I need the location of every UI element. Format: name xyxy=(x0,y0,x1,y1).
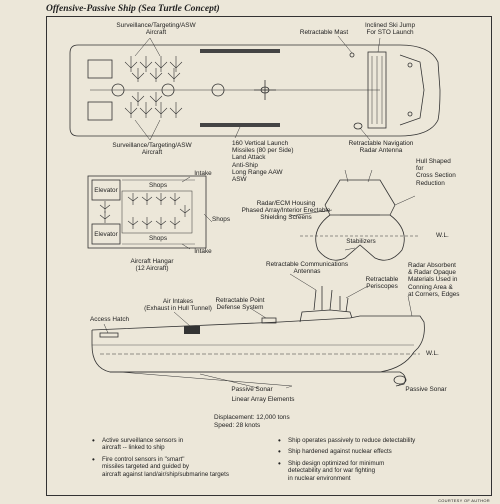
bullet-list-right: •Ship operates passively to reduce detec… xyxy=(278,437,478,486)
label-point-defense: Retractable Point Defense System xyxy=(215,297,265,312)
hull-cross-section xyxy=(289,169,420,261)
label-comm-antennas: Retractable Communications Antennas xyxy=(265,261,349,276)
label-vls: 160 Vertical Launch Missiles (80 per Sid… xyxy=(232,140,294,184)
label-hangar-caption: Aircraft Hangar (12 Aircraft) xyxy=(130,258,174,273)
label-wl-side: W.L. xyxy=(426,350,439,357)
label-passive-sonar-1: Passive Sonar xyxy=(231,386,273,393)
credit-line: COURTESY OF AUTHOR xyxy=(438,498,490,503)
label-elevator-2: Elevator xyxy=(94,231,118,238)
label-ski-jump: Inclined Ski Jump For STO Launch xyxy=(364,22,416,37)
label-wl-section: W.L. xyxy=(436,232,449,239)
list-item: •Fire control sensors in "smart" missile… xyxy=(92,454,229,478)
list-item: •Active surveillance sensors in aircraft… xyxy=(92,436,184,452)
label-passive-sonar-2: Passive Sonar xyxy=(405,386,447,393)
label-displacement: Displacement: 12,000 tons xyxy=(214,414,290,421)
label-shops-bottom: Shops xyxy=(148,235,168,242)
figure-frame xyxy=(46,16,492,496)
label-air-intakes: Air Intakes (Exhaust in Hull Tunnel) xyxy=(144,298,212,313)
list-item: •Ship design optimized for minimum detec… xyxy=(278,458,385,482)
label-retractable-mast: Retractable Mast xyxy=(299,29,349,36)
bullet-list-left: •Active surveillance sensors in aircraft… xyxy=(92,437,272,482)
label-access-hatch: Access Hatch xyxy=(90,316,130,323)
side-profile xyxy=(91,273,425,389)
label-hull-shaped: Hull Shaped for Cross Section Reduction xyxy=(416,158,456,187)
label-nav-radar: Retractable Navigation Radar Antenna xyxy=(348,140,414,155)
label-intake-bottom: Intake xyxy=(194,248,212,255)
deck-plan xyxy=(69,35,441,141)
label-stabilizers: Stabilizers xyxy=(346,238,376,245)
hangar-plan xyxy=(87,175,213,250)
label-aircraft-bottom: Surveillance/Targeting/ASW Aircraft xyxy=(112,142,192,157)
label-periscopes: Retractable Periscopes xyxy=(365,276,399,291)
label-radar-absorbent: Radar Absorbent & Radar Opaque Materials… xyxy=(408,262,460,298)
label-elevator-1: Elevator xyxy=(94,187,118,194)
label-shops-top: Shops xyxy=(148,182,168,189)
label-speed: Speed: 28 knots xyxy=(214,422,261,429)
label-intake-top: Intake xyxy=(194,170,212,177)
label-aircraft-top: Surveillance/Targeting/ASW Aircraft xyxy=(116,22,196,37)
label-radar-ecm: Radar/ECM Housing Phased Array/Interior … xyxy=(241,200,331,222)
list-item: •Ship hardened against nuclear effects xyxy=(278,447,392,457)
label-shops-right: Shops xyxy=(211,216,231,223)
figure-title: Offensive-Passive Ship (Sea Turtle Conce… xyxy=(46,4,220,14)
list-item: •Ship operates passively to reduce detec… xyxy=(278,436,416,445)
label-linear-array: Linear Array Elements xyxy=(231,396,295,403)
